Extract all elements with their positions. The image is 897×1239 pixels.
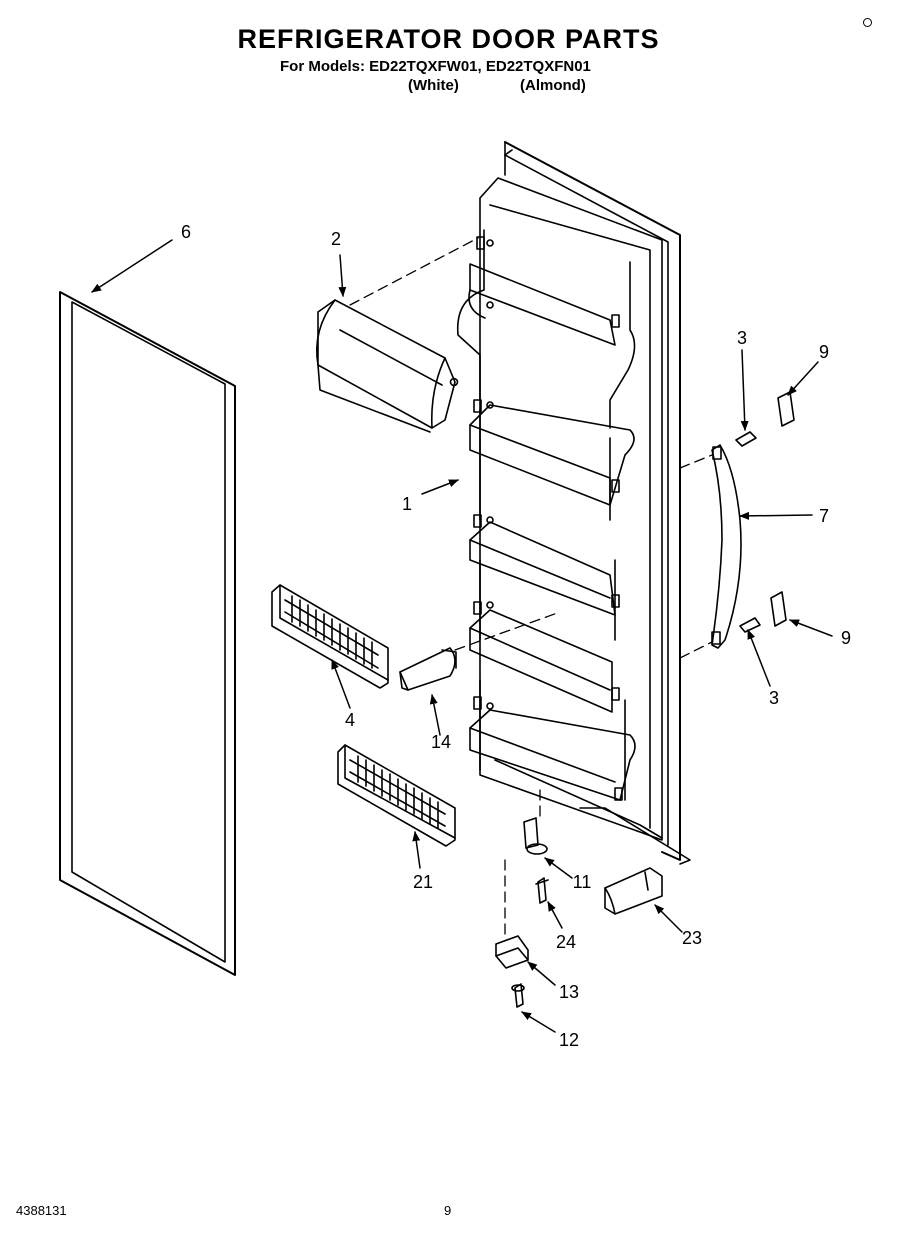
dairy-door <box>315 299 459 433</box>
variant-white: (White) <box>408 77 459 94</box>
variant-almond: (Almond) <box>520 77 586 94</box>
callout-23: 23 <box>682 928 702 948</box>
shelf-rack-lower <box>337 744 456 847</box>
callout-9-lower: 9 <box>841 628 851 648</box>
document-id: 4388131 <box>16 1203 67 1218</box>
hinge-cover <box>604 867 663 915</box>
callout-11: 11 <box>573 872 592 892</box>
callout-4: 4 <box>345 710 355 730</box>
door-gasket <box>59 291 236 976</box>
leader-lines <box>91 239 833 1033</box>
callout-14: 14 <box>431 732 451 752</box>
callout-6: 6 <box>181 222 191 242</box>
handle-cap-lower <box>770 591 787 627</box>
callout-24: 24 <box>556 932 576 952</box>
handle-screw-upper <box>735 431 757 447</box>
handle-screw-lower <box>739 617 761 633</box>
corner-mark <box>863 18 872 27</box>
callout-3-lower: 3 <box>769 688 779 708</box>
door-bin-small <box>399 647 457 691</box>
page-number: 9 <box>444 1203 452 1218</box>
handle-cap-upper <box>777 391 795 427</box>
callout-2: 2 <box>331 229 341 249</box>
hinge-bracket <box>495 935 529 969</box>
model-numbers: For Models: ED22TQXFW01, ED22TQXFN01 <box>280 58 591 75</box>
shelf-rack-upper <box>271 584 389 689</box>
callout-13: 13 <box>559 982 579 1002</box>
hinge-bracket-screw <box>511 983 525 1008</box>
callout-21: 21 <box>413 872 433 892</box>
hinge-screw <box>535 877 549 904</box>
callout-1: 1 <box>402 494 412 514</box>
page-title: REFRIGERATOR DOOR PARTS <box>237 24 660 54</box>
door-liner <box>456 141 691 865</box>
assembly-lines <box>349 237 713 941</box>
door-handle <box>711 444 742 649</box>
hinge-pin <box>523 817 548 855</box>
callout-12: 12 <box>559 1030 579 1050</box>
callout-7: 7 <box>819 506 829 526</box>
callout-9-upper: 9 <box>819 342 829 362</box>
callout-3-upper: 3 <box>737 328 747 348</box>
